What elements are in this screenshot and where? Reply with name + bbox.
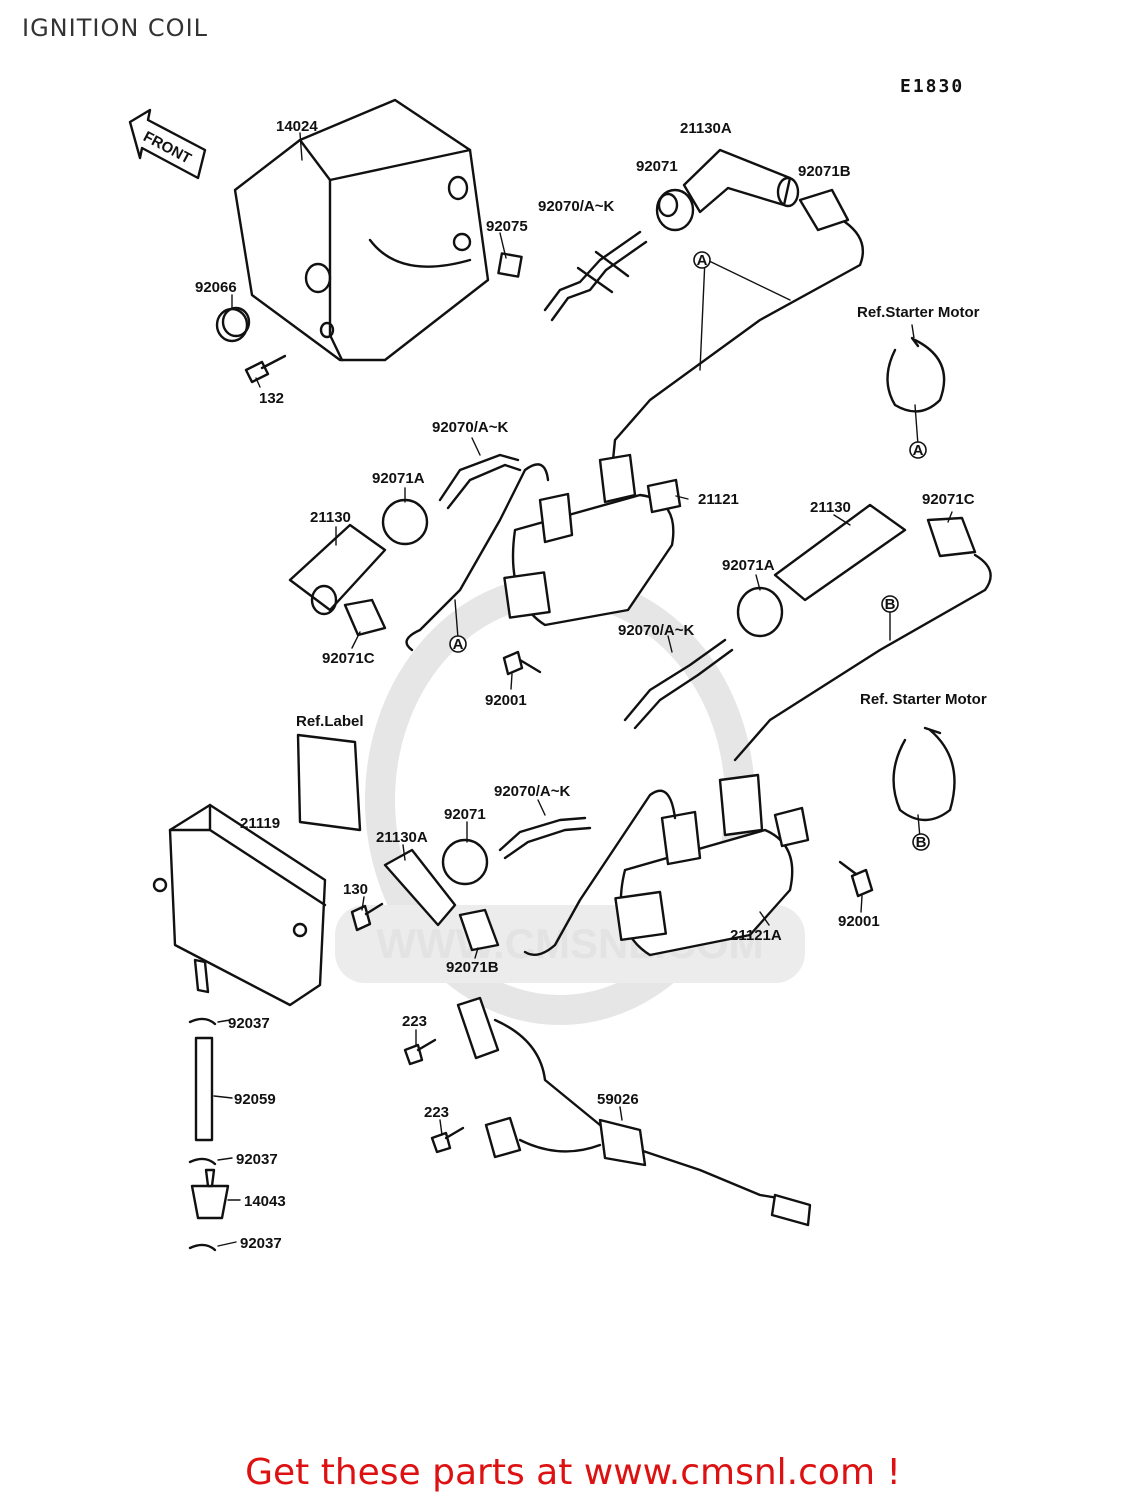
part-label-92070-1: 92070/A~K bbox=[538, 198, 614, 215]
svg-text:B: B bbox=[885, 596, 896, 613]
part-label-21130-2: 21130 bbox=[810, 499, 851, 516]
svg-text:A: A bbox=[453, 636, 464, 653]
part-label-92059: 92059 bbox=[234, 1091, 276, 1108]
part-label-92071C-1: 92071C bbox=[922, 491, 975, 508]
part-label-92071-2: 92071 bbox=[444, 806, 486, 823]
part-label-21121: 21121 bbox=[698, 491, 739, 508]
callout-b-1: B bbox=[881, 595, 899, 613]
clamp-92037-2-icon bbox=[188, 1157, 217, 1166]
part-label-21130A-top: 21130A bbox=[680, 120, 732, 137]
svg-text:B: B bbox=[916, 834, 927, 851]
diagram-code: E1830 bbox=[900, 76, 965, 97]
hv-lead-coil2-icon bbox=[523, 789, 677, 956]
spark-plug-3-icon bbox=[623, 638, 734, 730]
hv-lead-a-icon bbox=[610, 220, 865, 472]
hose-92059-icon bbox=[194, 1036, 214, 1142]
part-label-92070-4: 92070/A~K bbox=[494, 783, 570, 800]
ignitor-cover-icon bbox=[233, 98, 490, 362]
clamp-92037-1-icon bbox=[188, 1017, 217, 1026]
bolt-92001-1-icon bbox=[502, 650, 542, 676]
part-label-223-1: 223 bbox=[402, 1013, 427, 1030]
ignition-coil-21121A-icon bbox=[614, 773, 810, 957]
part-label-92075: 92075 bbox=[486, 218, 528, 235]
screw-223-1-icon bbox=[403, 1038, 437, 1066]
harness-59026-icon bbox=[456, 996, 812, 1227]
part-label-132: 132 bbox=[259, 390, 284, 407]
cap-92071B-2-icon bbox=[458, 908, 500, 952]
front-arrow-icon: FRONT bbox=[128, 108, 207, 180]
screw-223-2-icon bbox=[430, 1126, 465, 1154]
part-label-92071-top: 92071 bbox=[636, 158, 678, 175]
part-label-92001-1: 92001 bbox=[485, 692, 527, 709]
starter-ring-a-icon bbox=[886, 336, 946, 413]
part-label-92037-1: 92037 bbox=[228, 1015, 270, 1032]
ref-label-label: Ref.Label bbox=[296, 713, 364, 730]
svg-text:A: A bbox=[697, 252, 708, 269]
grommet-92066-icon bbox=[215, 306, 251, 343]
starter-ring-b-icon bbox=[892, 726, 956, 822]
part-label-92071B-2: 92071B bbox=[446, 959, 499, 976]
exploded-parts-diagram: WWW.CMSNL.COM FRONT bbox=[128, 98, 992, 1252]
ref-label-starter-motor-1: Ref.Starter Motor bbox=[857, 304, 980, 321]
cap-92071-2-icon bbox=[441, 838, 489, 886]
cap-92071-top-icon bbox=[655, 188, 695, 232]
ref-label-starter-motor-2: Ref. Starter Motor bbox=[860, 691, 987, 708]
svg-text:A: A bbox=[913, 442, 924, 459]
ref-label-sheet-icon bbox=[296, 733, 362, 832]
part-labels: 14024 21130A 92071 92071B 92070/A~K 9207… bbox=[195, 118, 987, 1252]
cap-92071A-1-icon bbox=[381, 498, 429, 546]
footer-link[interactable]: Get these parts at www.cmsnl.com ! bbox=[245, 1452, 901, 1493]
cap-92071C-1-icon bbox=[343, 598, 387, 637]
spark-plug-1-icon bbox=[543, 230, 648, 322]
part-label-21130-1: 21130 bbox=[310, 509, 351, 526]
plug-cap-21130-1-icon bbox=[288, 523, 387, 616]
ignitor-21119-icon bbox=[152, 803, 327, 1007]
part-label-21121A: 21121A bbox=[730, 927, 782, 944]
clamp-92037-3-icon bbox=[188, 1243, 217, 1252]
hv-lead-coil1-icon bbox=[405, 463, 550, 652]
ignition-coil-21121-icon bbox=[503, 453, 682, 627]
cap-92071C-2-icon bbox=[926, 516, 977, 558]
spark-plug-2-icon bbox=[438, 453, 522, 510]
callout-a-1: A bbox=[693, 251, 711, 269]
callout-a-3: A bbox=[449, 635, 467, 653]
bolt-92001-2-icon bbox=[838, 860, 874, 898]
bolt-130-icon bbox=[350, 902, 384, 932]
part-label-14024: 14024 bbox=[276, 118, 318, 135]
pad-92075-icon bbox=[497, 252, 523, 278]
plug-cap-21130A-top-icon bbox=[682, 148, 800, 214]
callout-b-2: B bbox=[912, 833, 930, 851]
plug-cap-21130A-2-icon bbox=[383, 848, 457, 927]
part-label-223-2: 223 bbox=[424, 1104, 449, 1121]
callout-a-2: A bbox=[909, 441, 927, 459]
part-label-92066: 92066 bbox=[195, 279, 237, 296]
hv-lead-b-icon bbox=[733, 553, 992, 762]
part-label-92071A-2: 92071A bbox=[722, 557, 775, 574]
cap-92071A-2-icon bbox=[736, 586, 784, 638]
part-label-130: 130 bbox=[343, 881, 368, 898]
bolt-132-icon bbox=[244, 354, 287, 384]
plug-cap-21130-2-icon bbox=[773, 503, 907, 602]
spark-plug-4-icon bbox=[498, 816, 592, 860]
page-title: IGNITION COIL bbox=[22, 14, 209, 42]
cap-92071B-top-icon bbox=[798, 188, 850, 232]
part-label-59026: 59026 bbox=[597, 1091, 639, 1108]
part-label-21130A-2: 21130A bbox=[376, 829, 428, 846]
valve-14043-icon bbox=[190, 1168, 230, 1220]
part-label-21119: 21119 bbox=[240, 815, 280, 832]
part-label-92037-2: 92037 bbox=[236, 1151, 278, 1168]
part-label-92037-3: 92037 bbox=[240, 1235, 282, 1252]
part-label-92001-2: 92001 bbox=[838, 913, 880, 930]
part-label-92071A-1: 92071A bbox=[372, 470, 425, 487]
part-label-92071C-2: 92071C bbox=[322, 650, 375, 667]
part-label-92070-3: 92070/A~K bbox=[618, 622, 694, 639]
part-label-92071B-top: 92071B bbox=[798, 163, 851, 180]
part-label-14043: 14043 bbox=[244, 1193, 286, 1210]
part-label-92070-2: 92070/A~K bbox=[432, 419, 508, 436]
